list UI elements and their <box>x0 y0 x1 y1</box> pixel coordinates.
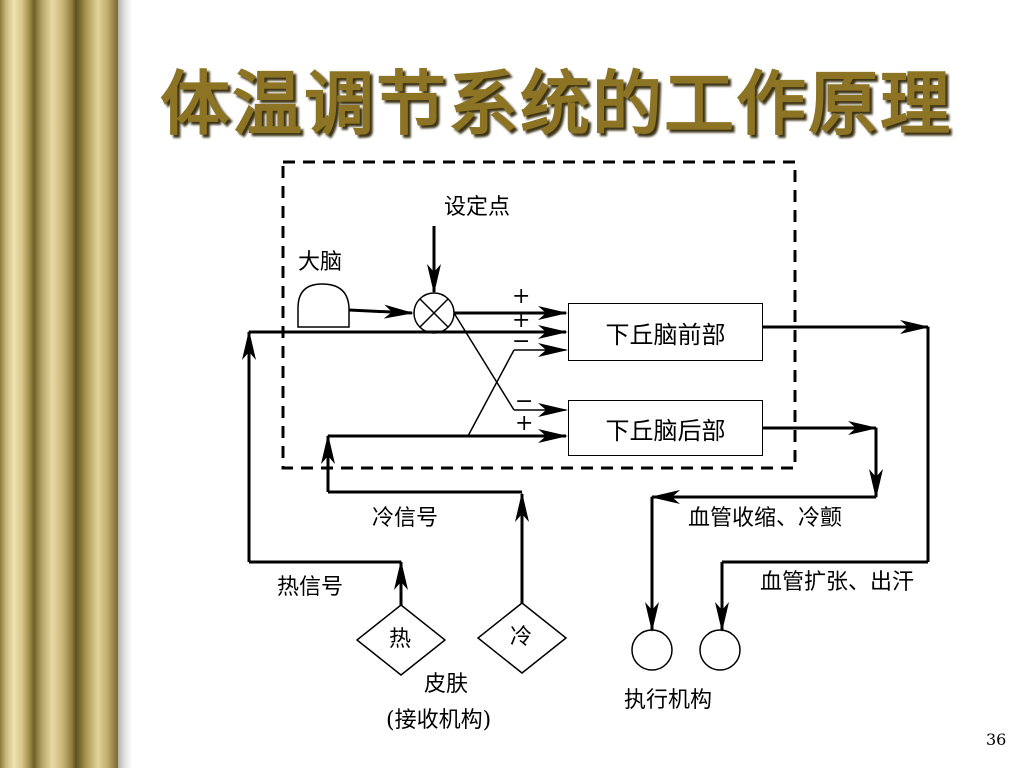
set-point-label: 设定点 <box>444 195 511 220</box>
heat-receptor-label: 热 <box>389 627 412 652</box>
receptor-mechanism-label: (接收机构) <box>386 708 492 733</box>
cold-receptor-label: 冷 <box>510 625 533 650</box>
cerebrum-shape <box>297 283 350 328</box>
sign-minus-2: − <box>515 389 534 414</box>
anterior-hypothalamus-box: 下丘脑前部 <box>568 303 763 361</box>
slide-title: 体温调节系统的工作原理 <box>160 63 952 145</box>
page-number: 36 <box>986 730 1007 749</box>
cold-receptor-diamond <box>476 602 568 674</box>
effector-label: 执行机构 <box>624 688 713 713</box>
pillar-shadow <box>118 0 132 768</box>
heat-receptor-diamond <box>355 604 447 676</box>
cerebrum-label: 大脑 <box>298 250 343 275</box>
heat-signal-label: 热信号 <box>277 575 344 600</box>
vasodilation-label: 血管扩张、出汗 <box>760 570 915 595</box>
effector-circle-2 <box>699 629 741 671</box>
cold-signal-label: 冷信号 <box>372 506 439 531</box>
sign-plus-1: + <box>512 284 531 309</box>
anterior-hypothalamus-label: 下丘脑前部 <box>605 320 726 349</box>
cerebrum-to-comparator <box>348 304 414 319</box>
decorative-pillar <box>0 0 118 768</box>
comparator-to-posterior <box>453 312 515 411</box>
controller-boundary <box>281 160 797 470</box>
sign-plus-3: + <box>515 411 534 436</box>
effector-circle-1 <box>631 629 673 671</box>
posterior-hypothalamus-box: 下丘脑后部 <box>568 400 763 456</box>
vasoconstriction-label: 血管收缩、冷颤 <box>688 506 843 531</box>
posterior-inhibit-anterior <box>467 349 515 437</box>
sign-minus-1: − <box>512 329 531 354</box>
sign-plus-2: + <box>512 308 531 333</box>
posterior-hypothalamus-label: 下丘脑后部 <box>605 416 726 445</box>
skin-label: 皮肤 <box>424 672 469 697</box>
